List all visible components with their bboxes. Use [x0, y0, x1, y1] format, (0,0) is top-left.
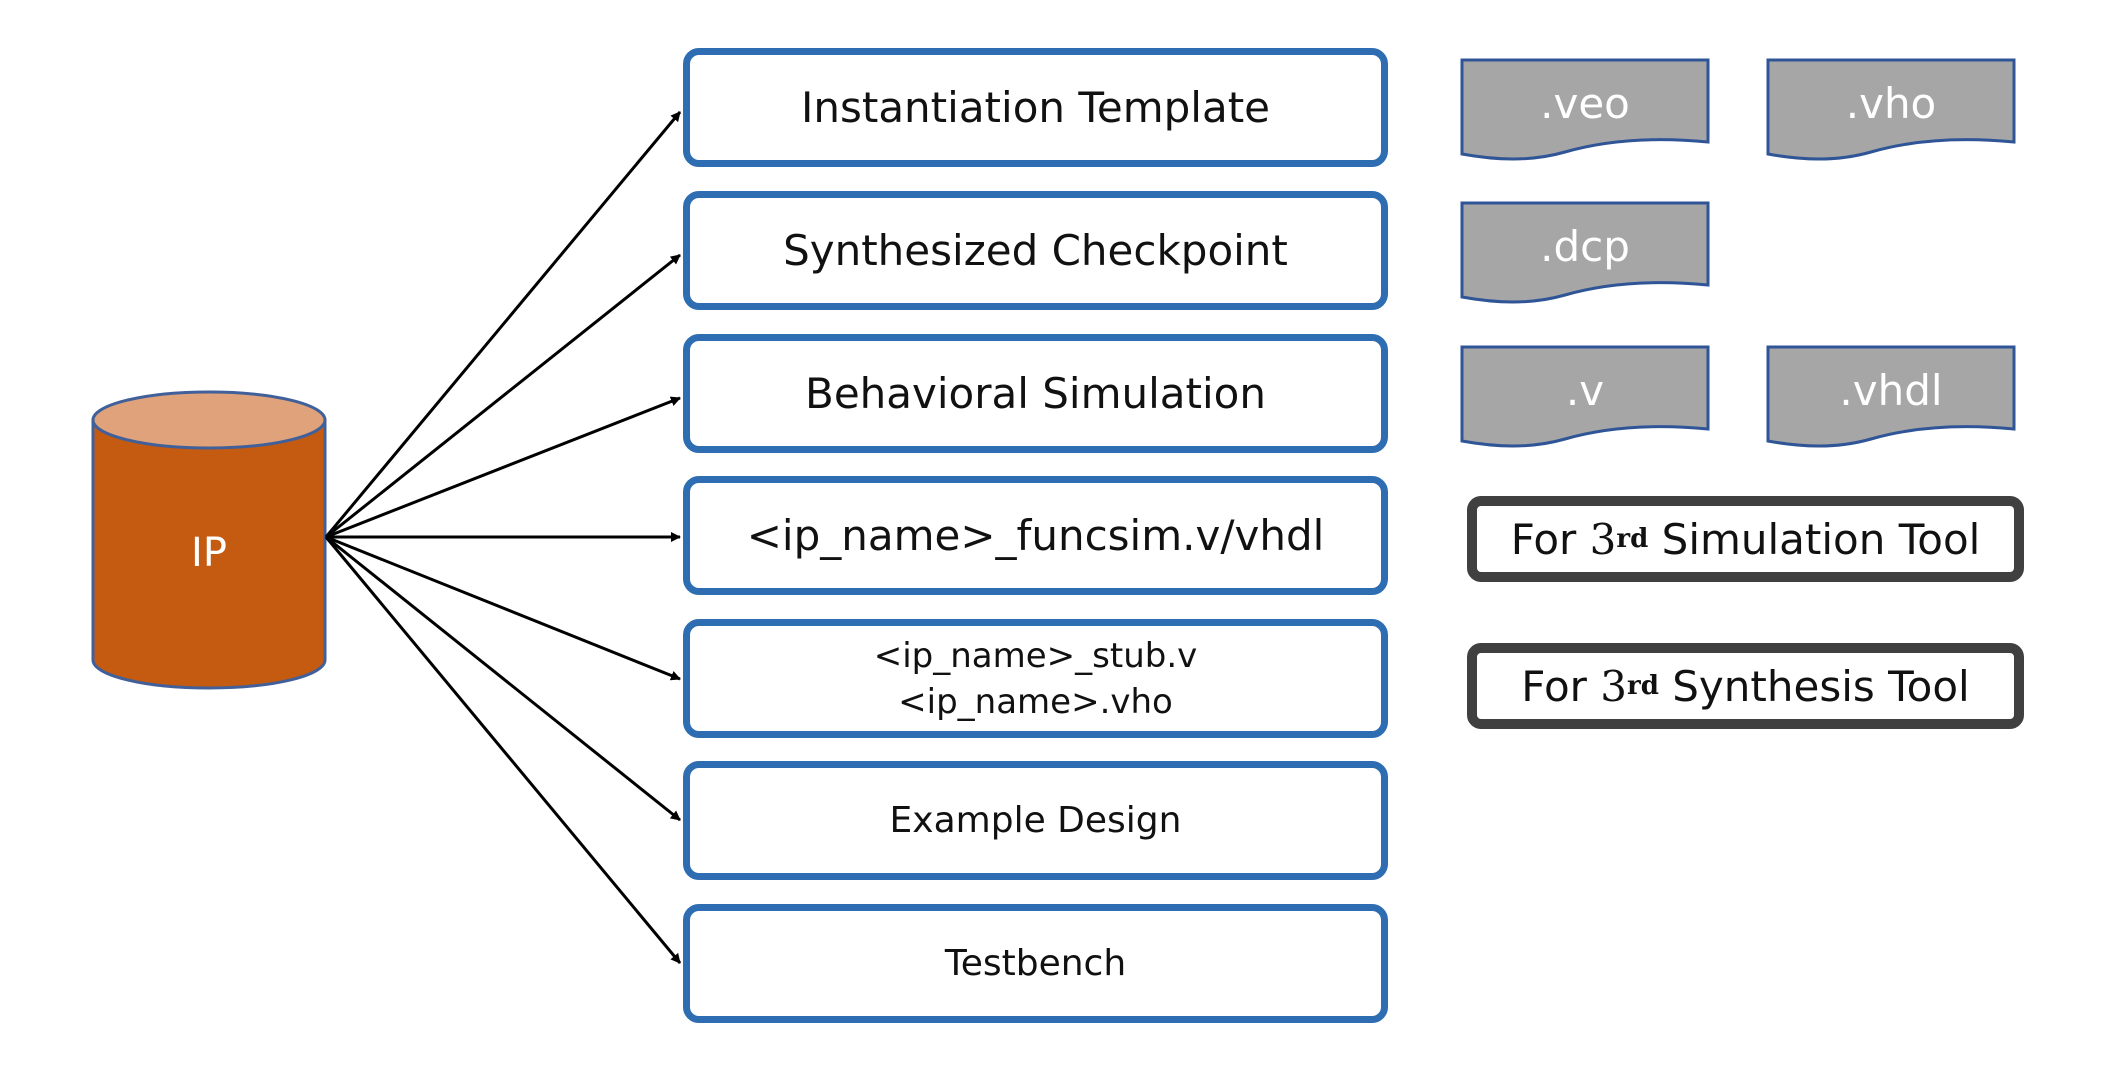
file-shape-dcp — [1460, 201, 1710, 304]
arrow-to-stub — [325, 535, 681, 681]
box-label: <ip_name>_funcsim.v/vhdl — [746, 510, 1325, 560]
tool-suffix: Synthesis Tool — [1672, 661, 1970, 711]
testbench-box: Testbench — [683, 904, 1388, 1023]
file-label-vho: .vho — [1845, 79, 1937, 128]
box-label-line-1: <ip_name>_stub.v — [873, 635, 1198, 676]
tool-prefix: For — [1521, 661, 1587, 711]
box-label: Synthesized Checkpoint — [783, 225, 1288, 275]
box-label: Testbench — [944, 942, 1127, 984]
box-label: Instantiation Template — [800, 82, 1271, 132]
file-label-dcp: .dcp — [1540, 222, 1630, 271]
instantiation-template-box: Instantiation Template — [683, 48, 1388, 167]
box-label: Example Design — [889, 799, 1182, 841]
funcsim-box: <ip_name>_funcsim.v/vhdl — [683, 476, 1388, 595]
arrow-to-example-design — [325, 535, 681, 822]
file-shape-vhdl — [1766, 345, 2016, 448]
arrow-to-instantiation-template — [324, 111, 682, 538]
file-label-v: .v — [1565, 366, 1605, 415]
tool-ordinal-number: 3 — [1589, 514, 1617, 564]
example-design-box: Example Design — [683, 761, 1388, 880]
file-shape-v — [1460, 345, 1710, 448]
file-shape-veo — [1460, 58, 1710, 161]
file-label-veo: .veo — [1540, 79, 1630, 128]
tool-ordinal-number: 3 — [1600, 661, 1628, 711]
ip-label: IP — [191, 530, 227, 576]
arrow-to-testbench — [324, 536, 682, 964]
file-label-vhdl: .vhdl — [1839, 366, 1943, 415]
synthesized-checkpoint-box: Synthesized Checkpoint — [683, 191, 1388, 310]
file-shapes — [1460, 58, 2016, 448]
arrow-to-behavioral-simulation — [325, 396, 681, 539]
box-label: Behavioral Simulation — [805, 368, 1266, 418]
behavioral-simulation-box: Behavioral Simulation — [683, 334, 1388, 453]
stub-box: <ip_name>_stub.v <ip_name>.vho — [683, 619, 1388, 738]
arrows — [324, 111, 682, 964]
ip-cylinder — [91, 390, 327, 690]
arrow-to-synthesized-checkpoint — [325, 253, 681, 539]
file-shape-vho — [1766, 58, 2016, 161]
tool-suffix: Simulation Tool — [1661, 514, 1981, 564]
box-label-line-2: <ip_name>.vho — [898, 681, 1173, 722]
tool-prefix: For — [1510, 514, 1577, 564]
